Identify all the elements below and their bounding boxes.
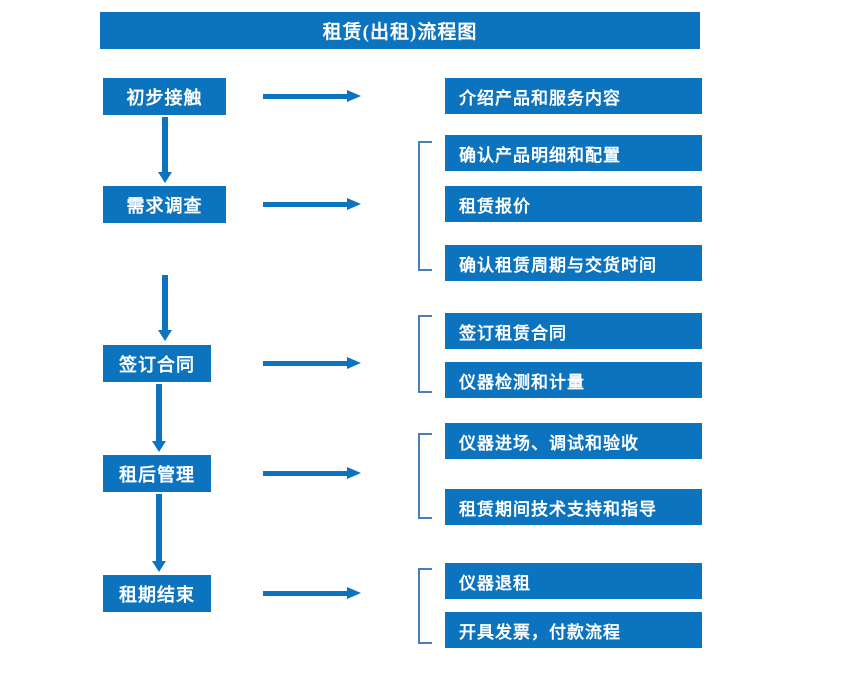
- arrow-shaft: [263, 361, 349, 366]
- group-bracket-management: [418, 433, 432, 519]
- arrow-shaft: [162, 275, 168, 330]
- arrow-head: [158, 172, 172, 183]
- arrow-head: [347, 357, 361, 369]
- detail-arrow-right-3: [263, 357, 363, 369]
- stage-box-1[interactable]: 初步接触: [103, 78, 226, 115]
- flow-arrow-down-2: [158, 275, 172, 341]
- detail-arrow-right-4: [263, 467, 363, 479]
- arrow-head: [347, 90, 361, 102]
- flow-arrow-down-3: [152, 384, 166, 452]
- detail-box-3[interactable]: 租赁报价: [445, 186, 702, 222]
- arrow-head: [347, 467, 361, 479]
- flow-arrow-down-1: [158, 117, 172, 183]
- arrow-head: [152, 561, 166, 572]
- arrow-shaft: [263, 202, 349, 207]
- arrow-head: [158, 330, 172, 341]
- detail-box-8[interactable]: 租赁期间技术支持和指导: [445, 489, 702, 525]
- arrow-shaft: [263, 471, 349, 476]
- arrow-shaft: [162, 117, 168, 172]
- arrow-shaft: [156, 384, 162, 441]
- detail-box-4[interactable]: 确认租赁周期与交货时间: [445, 245, 702, 281]
- flow-arrow-down-4: [152, 494, 166, 572]
- group-bracket-termination: [418, 568, 432, 644]
- arrow-head: [152, 441, 166, 452]
- arrow-shaft: [156, 494, 162, 561]
- detail-box-10[interactable]: 开具发票，付款流程: [445, 612, 702, 648]
- stage-box-3[interactable]: 签订合同: [103, 345, 211, 382]
- detail-box-9[interactable]: 仪器退租: [445, 563, 702, 599]
- detail-box-7[interactable]: 仪器进场、调试和验收: [445, 423, 702, 459]
- detail-box-6[interactable]: 仪器检测和计量: [445, 362, 702, 398]
- arrow-head: [347, 587, 361, 599]
- detail-box-5[interactable]: 签订租赁合同: [445, 313, 702, 349]
- detail-arrow-right-2: [263, 198, 363, 210]
- detail-box-1[interactable]: 介绍产品和服务内容: [445, 78, 702, 114]
- arrow-shaft: [263, 94, 349, 99]
- detail-box-2[interactable]: 确认产品明细和配置: [445, 135, 702, 171]
- diagram-title: 租赁(出租)流程图: [100, 12, 700, 49]
- group-bracket-requirements: [418, 141, 432, 271]
- group-bracket-contract: [418, 315, 432, 393]
- detail-arrow-right-5: [263, 587, 363, 599]
- detail-arrow-right-1: [263, 90, 363, 102]
- stage-box-2[interactable]: 需求调查: [103, 186, 226, 223]
- arrow-head: [347, 198, 361, 210]
- stage-box-5[interactable]: 租期结束: [103, 575, 211, 612]
- arrow-shaft: [263, 591, 349, 596]
- stage-box-4[interactable]: 租后管理: [103, 455, 211, 492]
